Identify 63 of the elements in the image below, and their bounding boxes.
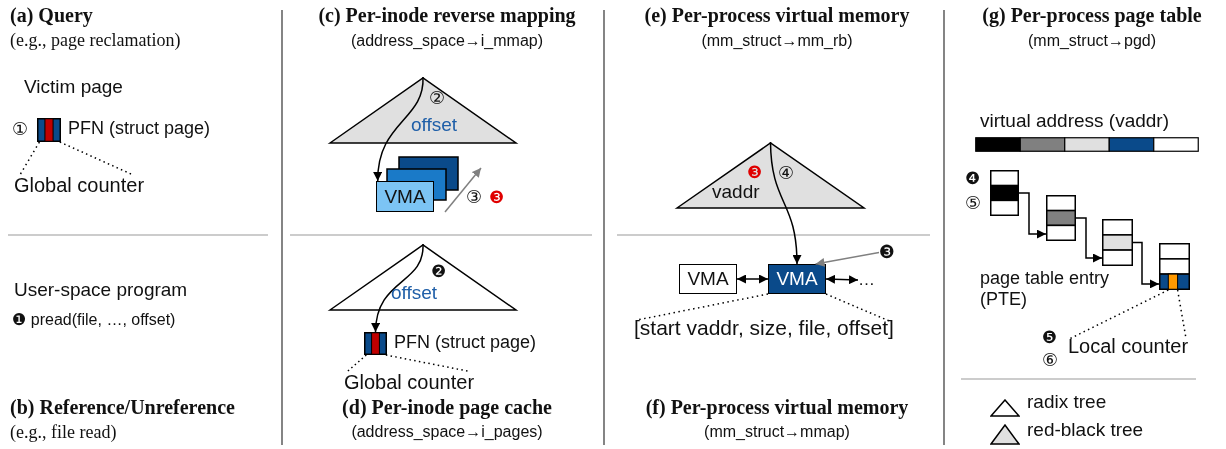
annotation-text: (mm_struct→mmap) — [704, 423, 850, 442]
annotation-text: PFN (struct page) — [394, 332, 537, 353]
vma-box: VMA — [679, 264, 737, 294]
tree-label: ❷ — [431, 262, 447, 282]
counter-label: Local counter — [1068, 335, 1189, 358]
legend-text: red-black tree — [1027, 419, 1144, 441]
annotation-text: ⑤ — [965, 193, 982, 214]
tree-label: vaddr — [712, 181, 760, 203]
annotation-text: virtual address (vaddr) — [980, 110, 1170, 132]
annotation-text: Victim page — [24, 76, 123, 98]
leader-line — [19, 141, 41, 175]
arrow — [814, 251, 880, 267]
panel-title: (a) Query — [10, 4, 93, 27]
annotation-text: (mm_struct→pgd) — [1028, 32, 1156, 51]
tree-label: ④ — [778, 163, 795, 184]
vma-fields-text: [start vaddr, size, file, offset] — [634, 316, 894, 341]
vma-box: VMA — [768, 264, 826, 294]
tree-label: ❸ — [747, 163, 763, 183]
leader-line — [638, 293, 769, 321]
tree-label: ② — [429, 88, 446, 109]
tree-label: offset — [391, 282, 438, 304]
leader-line — [1176, 289, 1187, 337]
arrow — [1132, 241, 1160, 289]
panel-title: (g) Per-process page table — [982, 4, 1202, 27]
annotation-text: PFN (struct page) — [68, 118, 211, 139]
arrow — [736, 274, 769, 284]
step-number: ❸ — [879, 242, 896, 263]
annotation-text: page table entry (PTE) — [980, 268, 1111, 310]
arrow — [1018, 192, 1047, 239]
annotation-text: ❹ — [965, 169, 981, 189]
arrow — [825, 274, 859, 285]
arrow — [373, 76, 424, 182]
ellipsis-text: … — [858, 270, 875, 290]
arrow — [371, 243, 424, 333]
panel-title: (e) Per-process virtual memory — [644, 4, 910, 27]
leader-line — [1069, 289, 1170, 340]
panel-subtitle: (e.g., file read) — [10, 422, 117, 443]
panel-title: (d) Per-inode page cache — [342, 396, 552, 419]
annotation-text: (mm_struct→mm_rb) — [701, 32, 853, 51]
annotation-text: ① — [12, 119, 29, 140]
arrow — [769, 141, 802, 265]
leader-line — [825, 293, 890, 322]
legend-text: radix tree — [1027, 391, 1107, 413]
panel-title: (f) Per-process virtual memory — [645, 396, 909, 419]
panel-title: (b) Reference/Unreference — [10, 396, 235, 419]
counter-label: Global counter — [344, 371, 475, 394]
annotation-text: (address_space→i_pages) — [351, 423, 543, 442]
tree-label: offset — [411, 114, 458, 136]
panel-title: (c) Per-inode reverse mapping — [318, 4, 576, 27]
annotation-text: (address_space→i_mmap) — [350, 32, 544, 51]
annotation-text: ⑥ — [1042, 350, 1059, 371]
leader-line — [59, 141, 132, 175]
annotation-text: ❺ — [1042, 328, 1058, 348]
step-number: ③ — [466, 187, 483, 208]
annotation-text: User-space program — [14, 279, 188, 301]
panel-subtitle: (e.g., page reclamation) — [10, 30, 181, 51]
arrow — [1075, 217, 1103, 263]
step-number: ❸ — [489, 188, 505, 208]
annotation-text: ❶ pread(file, …, offset) — [12, 311, 176, 330]
counter-label: Global counter — [14, 174, 145, 197]
leader-line — [347, 354, 368, 372]
vma-box: VMA — [376, 181, 434, 212]
leader-line — [385, 354, 469, 372]
